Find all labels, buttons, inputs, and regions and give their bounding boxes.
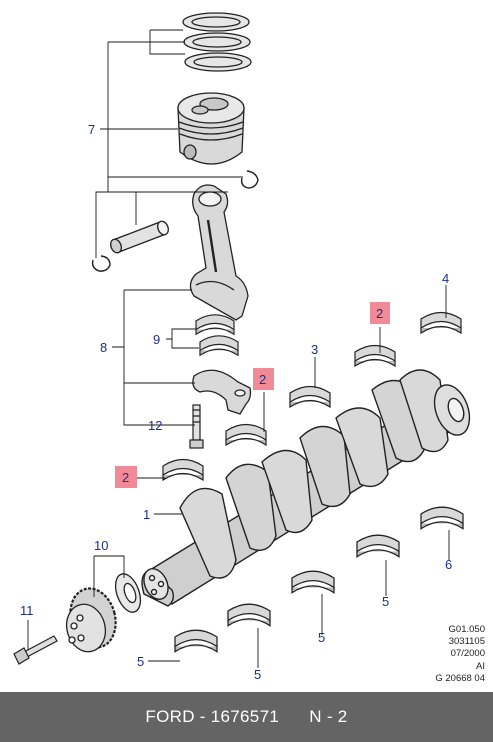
piston-rings	[182, 12, 252, 72]
reference-line: 07/2000	[450, 648, 485, 660]
connecting-rod-cap	[192, 369, 252, 415]
callout-7: 7	[88, 122, 95, 137]
callout-5-b: 5	[318, 630, 325, 645]
conrod-bearing-shells	[195, 314, 239, 356]
callout-11: 11	[20, 603, 34, 618]
callout-5-c: 5	[254, 667, 261, 682]
footer-spacer	[279, 707, 309, 727]
callout-2-lower: 2	[122, 470, 129, 485]
callout-5-a: 5	[382, 594, 389, 609]
footer-bar: FORD - 1676571 N - 2	[0, 692, 493, 742]
callout-2-upper: 2	[376, 306, 383, 321]
callout-10: 10	[94, 538, 108, 553]
callout-8: 8	[100, 340, 107, 355]
piston	[177, 92, 245, 165]
exploded-parts-diagram: 7 8 9 12 1 10 11 2 2 2 3 4 5 5 5 5 6	[13, 12, 471, 682]
reference-line: G01.050	[448, 624, 485, 635]
page-indicator: N - 2	[309, 707, 348, 726]
piston-pin-circlips	[91, 170, 259, 272]
callout-3: 3	[311, 342, 318, 357]
reference-line: AI	[476, 660, 485, 672]
callout-9: 9	[153, 332, 160, 347]
callout-1: 1	[143, 507, 150, 522]
reference-line: G 20668 04	[435, 672, 485, 684]
highlight-boxes	[115, 302, 390, 488]
callout-5-d: 5	[137, 654, 144, 669]
callout-4: 4	[442, 271, 449, 286]
part-number: FORD - 1676571	[145, 707, 280, 726]
piston-pin	[110, 220, 169, 254]
connecting-rod-bolt	[189, 404, 204, 449]
crankshaft	[141, 369, 471, 607]
callout-2-middle: 2	[259, 372, 266, 387]
connecting-rod	[189, 184, 249, 321]
leader-lines	[27, 29, 450, 668]
crankshaft-sprocket	[65, 573, 142, 653]
drawing-reference: G01.050 3031105 07/2000 AI G 20668 04	[405, 624, 485, 685]
callout-12: 12	[148, 418, 162, 433]
crankshaft-pulley-bolt	[13, 635, 58, 665]
reference-line: 3031105	[448, 636, 485, 648]
callout-6: 6	[445, 557, 452, 572]
